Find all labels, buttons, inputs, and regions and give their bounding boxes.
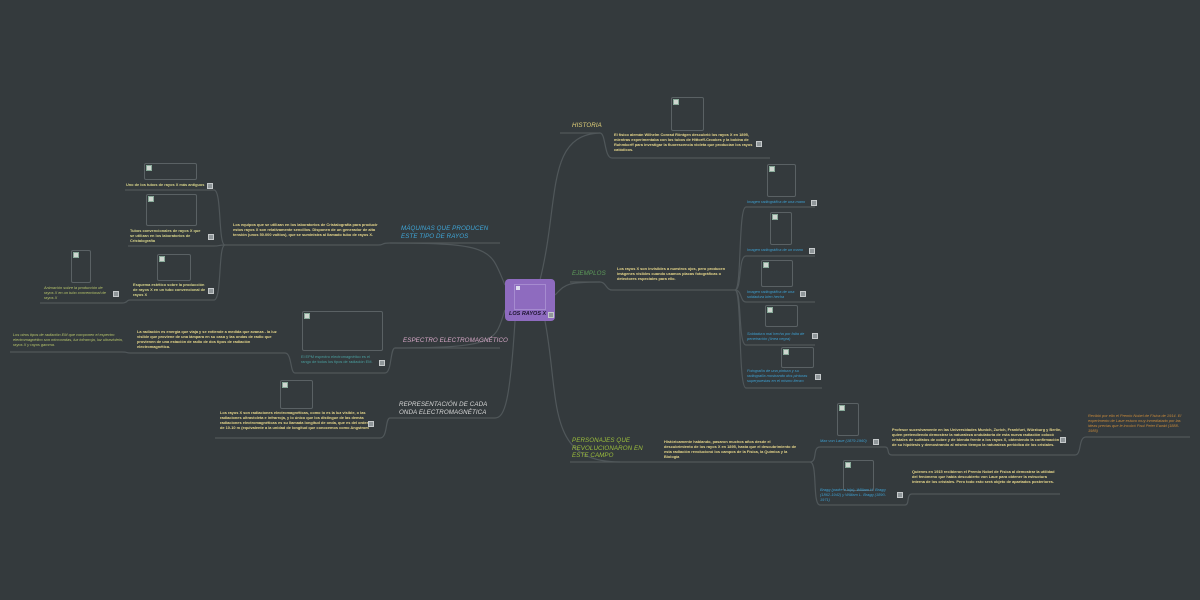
image-placeholder [843, 460, 874, 491]
image-placeholder [146, 194, 197, 226]
note-icon[interactable] [811, 200, 817, 206]
note-icon[interactable] [800, 291, 806, 297]
image-placeholder [781, 347, 814, 368]
image-placeholder [71, 250, 91, 283]
laue-text: Profesor sucesivamente en las Universida… [892, 427, 1062, 447]
image-placeholder [761, 260, 793, 287]
historia-text: El físico alemán Wilhelm Conrad Röntgen … [614, 132, 753, 152]
note-icon[interactable] [208, 234, 214, 240]
bragg-text: Quienes en 1915 recibieron el Premio Nob… [912, 469, 1055, 484]
machine-caption: Uno de los tubos de rayos X más antiguos [126, 182, 205, 187]
branch-representacion[interactable]: REPRESENTACIÓN DE CADA ONDA ELECTROMAGNÉ… [399, 401, 488, 416]
note-icon[interactable] [812, 333, 818, 339]
note-icon[interactable] [368, 421, 374, 427]
espectro-note: Los otros tipos de radiación EM que comp… [13, 332, 123, 347]
note-icon[interactable] [873, 439, 879, 445]
image-placeholder [144, 163, 197, 180]
image-placeholder [767, 164, 796, 197]
image-placeholder [671, 97, 704, 131]
laue-note: Recibió por ello el Premio Nobel de Físi… [1088, 413, 1182, 433]
laue-caption: Max von Laue (1879-1960) [820, 438, 867, 443]
image-placeholder [514, 284, 546, 310]
note-icon[interactable] [1060, 437, 1066, 443]
branch-historia[interactable]: HISTORIA [572, 122, 602, 129]
note-icon[interactable] [756, 141, 762, 147]
image-placeholder [765, 305, 798, 327]
image-placeholder [280, 380, 313, 409]
machine-caption: Esquema estético sobre la producción de … [133, 282, 206, 297]
example-caption: Soldadura mal hecha por falta de penetra… [747, 331, 805, 341]
image-placeholder [770, 212, 792, 245]
personajes-text: Históricamente hablando, pasaron muchos … [664, 439, 797, 459]
espectro-text: La radiación es energía que viaja y se e… [137, 329, 277, 349]
example-caption: Imagen radiográfica de un mano [747, 247, 804, 252]
note-icon[interactable] [815, 374, 821, 380]
machine-note: Animación sobre la producción de rayos X… [44, 285, 106, 300]
note-icon[interactable] [113, 291, 119, 297]
note-icon[interactable] [897, 492, 903, 498]
bragg-caption: Bragg (padre e hijo), William H. Bragg (… [820, 487, 886, 502]
branch-ejemplos[interactable]: EJEMPLOS [572, 270, 606, 277]
note-icon[interactable] [379, 360, 385, 366]
central-topic-label: LOS RAYOS X [509, 311, 547, 317]
espectro-caption: El EPM espectro electromagnético es el r… [301, 354, 373, 364]
image-placeholder [157, 254, 191, 281]
example-caption: Imagen radiográfica de una soldadura bie… [747, 289, 795, 299]
note-icon[interactable] [207, 183, 213, 189]
note-icon[interactable] [809, 248, 815, 254]
image-placeholder [837, 403, 859, 436]
central-topic-node[interactable]: LOS RAYOS X [505, 279, 555, 321]
machine-caption: Tubos convencionales de rayos X que se u… [130, 228, 201, 243]
ejemplos-text: Los rayos X son invisibles a nuestros oj… [617, 266, 726, 281]
example-caption: Imagen radiográfica de una mano [747, 199, 806, 204]
note-icon[interactable] [208, 288, 214, 294]
branch-maquinas[interactable]: MÁQUINAS QUE PRODUCEN ESTE TIPO DE RAYOS [401, 225, 489, 240]
note-icon[interactable] [548, 312, 554, 318]
maquinas-text: Los equipos que se utilizan en los labor… [233, 222, 378, 237]
example-caption: Fotografía de una pintura y su radiograf… [747, 368, 808, 383]
representacion-text: Los rayos X son radiaciones electromagné… [220, 410, 369, 430]
image-placeholder [302, 311, 383, 351]
branch-espectro[interactable]: ESPECTRO ELECTROMAGNÉTICO [403, 337, 508, 344]
branch-personajes[interactable]: PERSONAJES QUE REVOLUCIONARON EN ESTE CA… [572, 437, 643, 459]
